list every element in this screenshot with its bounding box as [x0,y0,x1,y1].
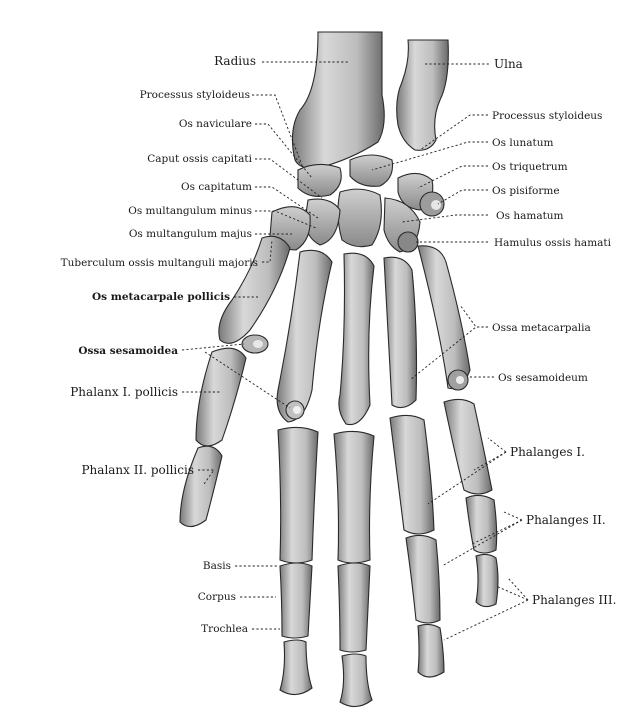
labels: Radius Ulna Processus styloideus Process… [61,54,617,635]
label-os-capitatum: Os capitatum [181,181,252,193]
label-phalanges-i: Phalanges I. [510,445,585,459]
label-phalanges-iii: Phalanges III. [532,593,616,607]
radius-bone [291,31,385,169]
label-ulna: Ulna [494,57,523,71]
label-ossa-sesamoidea: Ossa sesamoidea [78,345,178,357]
label-hamulus: Hamulus ossis hamati [494,237,612,249]
label-phalanx-ii-pollicis: Phalanx II. pollicis [81,463,194,477]
label-radius: Radius [214,54,256,68]
metacarpal-bones [276,245,471,426]
label-phalanx-i-pollicis: Phalanx I. pollicis [70,385,178,399]
label-os-pisiforme: Os pisiforme [492,185,560,197]
label-corpus: Corpus [198,591,236,603]
label-caput-ossis-capitati: Caput ossis capitati [147,153,252,165]
label-proc-styl-radius: Processus styloideus [140,89,250,101]
label-trochlea: Trochlea [201,623,248,635]
leader-lines [181,61,529,641]
label-os-metacarpale-pollicis: Os metacarpale pollicis [92,291,230,303]
label-os-hamatum: Os hamatum [496,210,564,222]
label-os-lunatum: Os lunatum [492,137,553,149]
thumb-bones [179,235,291,528]
phalanges-bones [277,398,499,708]
label-ossa-metacarpalia: Ossa metacarpalia [492,322,591,334]
label-phalanges-ii: Phalanges II. [526,513,606,527]
label-proc-styl-ulna: Processus styloideus [492,110,602,122]
label-os-triquetrum: Os triquetrum [492,161,568,173]
carpal-bones [269,154,445,253]
ulna-bone [396,39,449,151]
label-os-sesamoideum: Os sesamoideum [498,372,588,384]
label-os-naviculare: Os naviculare [179,118,252,130]
label-tuberculum: Tuberculum ossis multanguli majoris [61,257,258,269]
label-os-mult-majus: Os multangulum majus [129,228,252,240]
label-basis: Basis [203,560,231,572]
label-os-mult-minus: Os multangulum minus [128,205,252,217]
